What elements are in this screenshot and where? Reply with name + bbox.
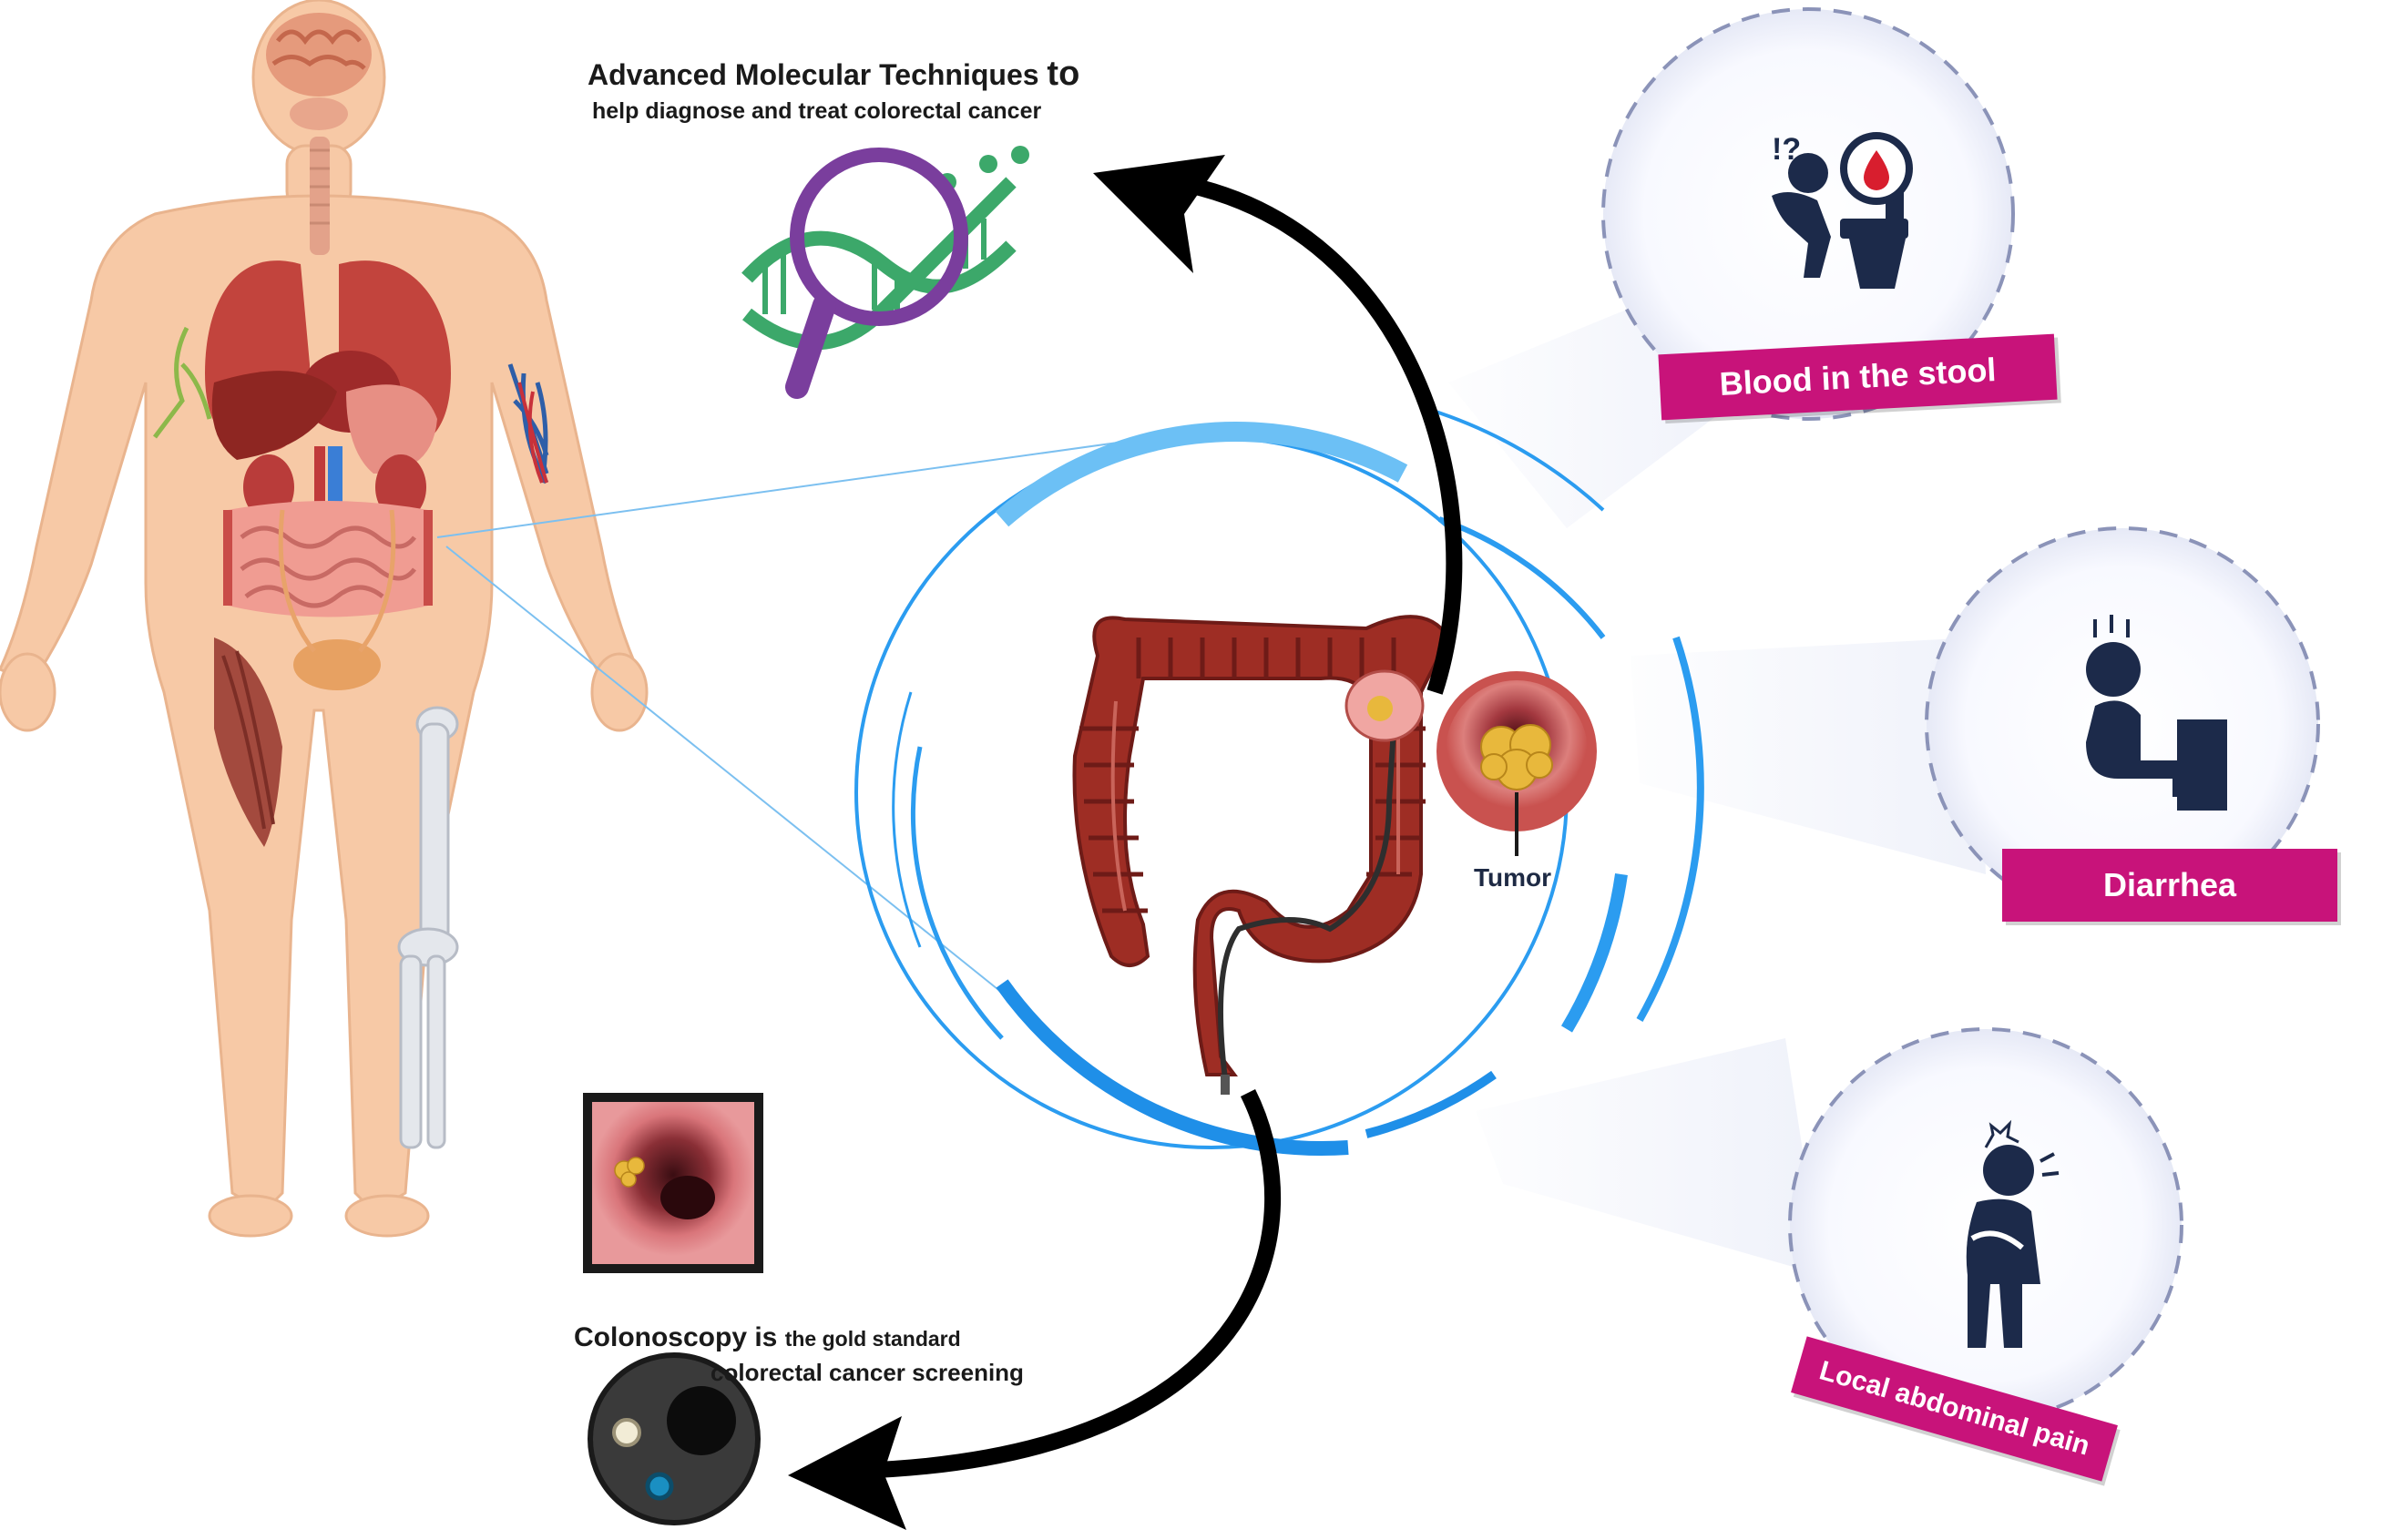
colonoscopy-title-rest: the gold standard bbox=[784, 1327, 961, 1351]
abdominal-pain-icon bbox=[1966, 1119, 2060, 1348]
tumor-label: Tumor bbox=[1474, 863, 1552, 892]
symptom-bubble-diarrhea bbox=[1925, 526, 2320, 922]
badge-diarrhea: Diarrhea bbox=[2002, 849, 2337, 922]
symptom-bubble-abdominal-pain bbox=[1788, 1027, 2183, 1423]
colonoscopy-subtitle: colorectal cancer screening bbox=[711, 1359, 1024, 1386]
brain-icon bbox=[266, 13, 372, 130]
molecular-subtitle: help diagnose and treat colorectal cance… bbox=[592, 98, 1042, 124]
intestines-icon bbox=[223, 501, 433, 617]
colonoscopy-view-image bbox=[583, 1093, 763, 1273]
svg-text:!?: !? bbox=[1772, 132, 1801, 167]
endoscope-cable bbox=[1218, 709, 1410, 1080]
center-ring bbox=[854, 408, 1704, 1156]
symptom-bubble-blood: !? bbox=[1601, 7, 2015, 421]
tumor-cross-section bbox=[1436, 671, 1597, 856]
colon-illustration bbox=[1072, 615, 1451, 1095]
blood-in-stool-icon: !? bbox=[1772, 132, 1913, 289]
molecular-title: Advanced Molecular Techniques to bbox=[588, 55, 1079, 94]
diarrhea-icon bbox=[2086, 615, 2227, 811]
endoscope-tip-icon bbox=[588, 1352, 761, 1525]
molecular-title-to: to bbox=[1047, 55, 1080, 93]
tumor-mass-icon bbox=[1480, 724, 1553, 790]
stomach-icon bbox=[346, 384, 437, 474]
liver-icon bbox=[211, 371, 337, 460]
nerves-icon bbox=[153, 326, 212, 439]
arrow-to-colonoscopy bbox=[788, 1088, 1282, 1530]
colonoscopy-title: Colonoscopy is the gold standard bbox=[574, 1322, 961, 1353]
colonoscopy-title-main: Colonoscopy is bbox=[574, 1322, 778, 1352]
molecular-title-main: Advanced Molecular Techniques bbox=[588, 58, 1039, 91]
arrow-to-molecular bbox=[1093, 155, 1463, 695]
human-body-illustration bbox=[0, 0, 649, 1238]
dna-magnifier-icon bbox=[741, 146, 1029, 399]
leg-bone-icon bbox=[397, 706, 459, 1149]
